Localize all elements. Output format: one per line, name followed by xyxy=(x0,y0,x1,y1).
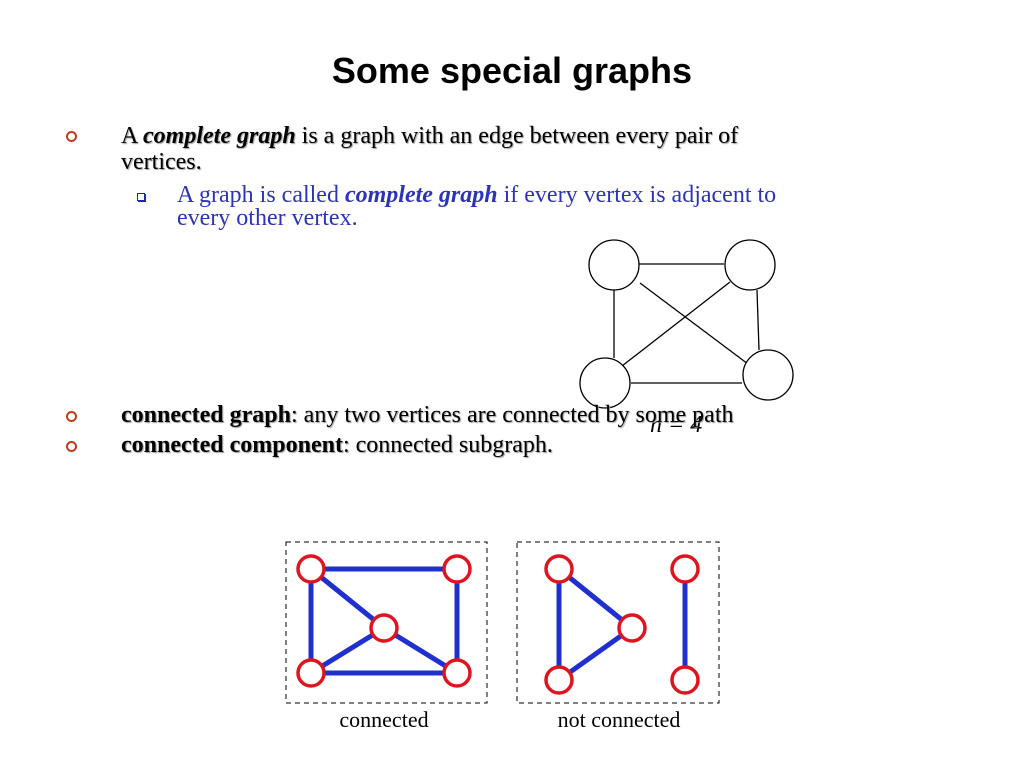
not-connected-vertex xyxy=(617,613,647,643)
not-connected-vertex xyxy=(544,554,574,584)
connected-vertex xyxy=(442,658,472,688)
k4-edge xyxy=(639,282,749,365)
connected-edge xyxy=(308,566,387,631)
k4-vertex xyxy=(579,357,631,409)
bullet-complete-graph: A complete graph is a graph with an edge… xyxy=(121,124,738,149)
not-connected-vertex xyxy=(670,554,700,584)
connected-frame xyxy=(285,541,488,704)
connected-vertex xyxy=(296,554,326,584)
not-connected-caption: not connected xyxy=(558,707,681,732)
bullet-marker xyxy=(66,441,77,452)
k4-edge xyxy=(621,281,731,367)
bullet-marker xyxy=(66,411,77,422)
k4-edge xyxy=(756,289,760,351)
bullet-rest: is a graph with an edge between every pa… xyxy=(295,123,739,149)
sub-bullet-line2: every other vertex. xyxy=(177,205,358,231)
not-connected-vertex xyxy=(544,665,574,695)
slide-title: Some special graphs xyxy=(331,50,693,91)
sub-bullet-term: complete graph xyxy=(344,182,498,208)
connected-vertex xyxy=(442,554,472,584)
connectivity-figures: connected not connected xyxy=(285,541,720,732)
not-connected-vertex xyxy=(670,665,700,695)
bullet-connected-graph: connected graph: any two vertices are co… xyxy=(121,403,734,428)
complete-graph-k4-figure: n = 4 xyxy=(579,239,794,438)
connected-vertex xyxy=(296,658,326,688)
not-connected-edge xyxy=(556,625,635,683)
not-connected-edge xyxy=(556,566,635,631)
bullet-rest: : connected subgraph. xyxy=(342,432,553,458)
sub-bullet-definition: A graph is called complete graph if ever… xyxy=(177,182,777,208)
sub-bullet-rest: if every vertex is adjacent to xyxy=(497,182,777,208)
connected-vertex xyxy=(369,613,399,643)
bullet-complete-graph-line2: vertices. xyxy=(121,149,202,175)
bullet-connected-component: connected component: connected subgraph. xyxy=(121,433,553,458)
bullet-prefix: A xyxy=(121,123,144,149)
sub-bullet-prefix: A graph is called xyxy=(177,182,345,208)
k4-vertex xyxy=(742,349,794,401)
not-connected-frame xyxy=(516,541,720,704)
k4-vertex xyxy=(588,239,640,291)
bullet-term: complete graph xyxy=(143,123,296,149)
bullet-rest: : any two vertices are connected by some… xyxy=(291,402,734,428)
bullet-marker xyxy=(66,131,77,142)
connected-caption: connected xyxy=(339,707,428,732)
bullet-term: connected component xyxy=(121,432,343,458)
k4-caption: n = 4 xyxy=(650,412,702,438)
k4-vertex xyxy=(724,239,776,291)
bullet-term: connected graph xyxy=(121,402,291,428)
sub-bullet-marker xyxy=(137,193,145,201)
